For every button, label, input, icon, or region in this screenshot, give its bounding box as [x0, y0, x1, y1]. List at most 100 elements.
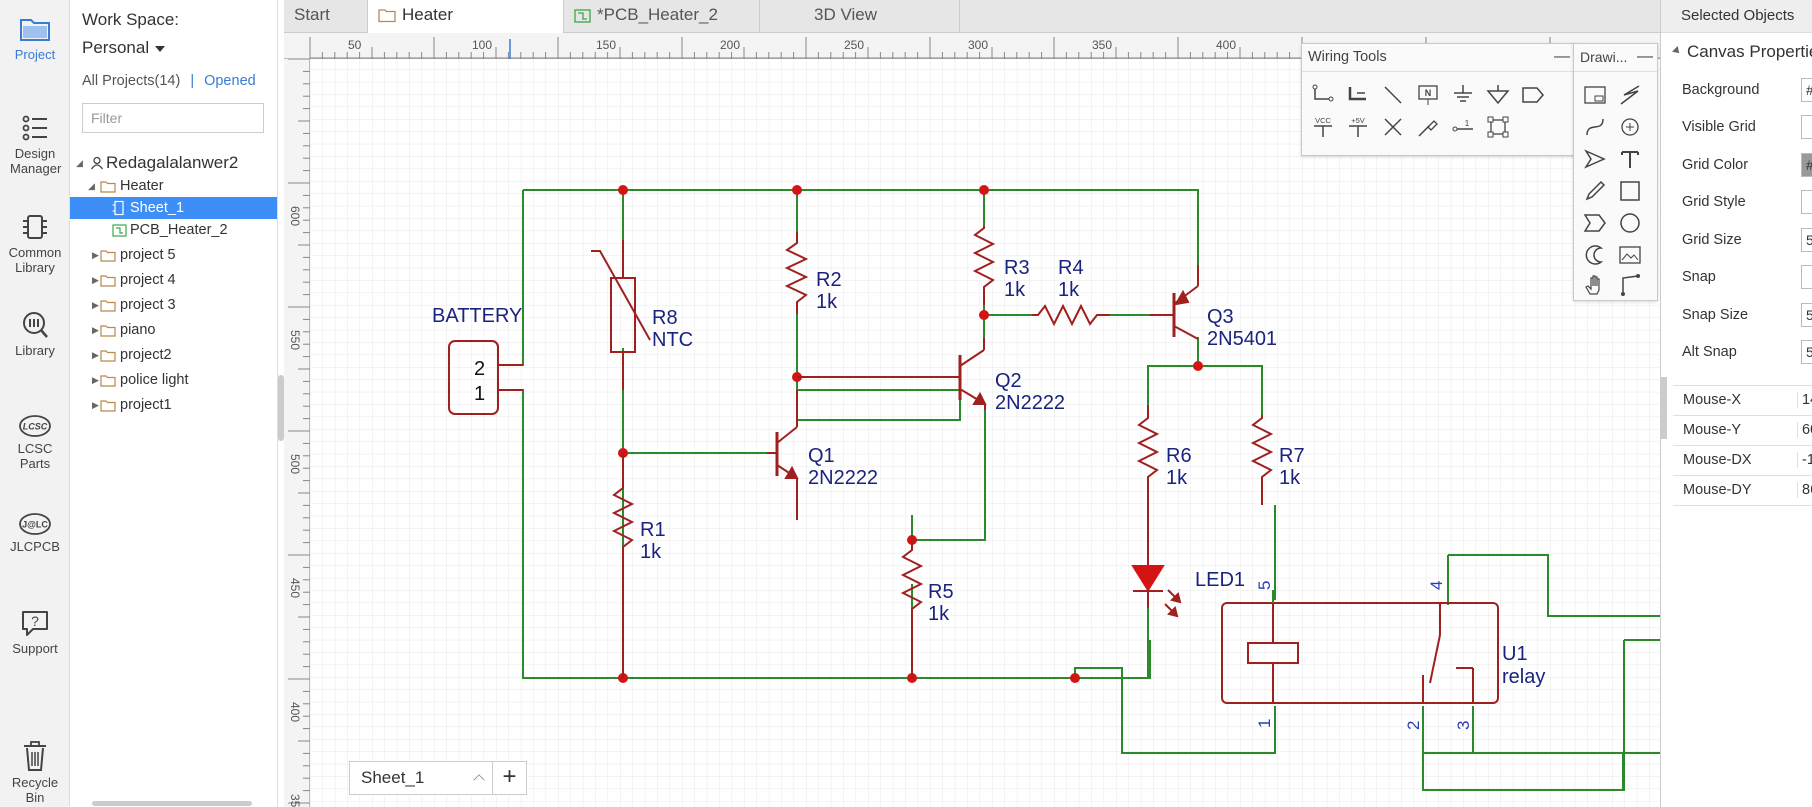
wire-tool-button[interactable] — [1308, 80, 1338, 110]
r3-resistor[interactable] — [972, 226, 996, 305]
rail-project[interactable]: Project — [0, 14, 70, 62]
gnd-tool-button[interactable] — [1448, 80, 1478, 110]
sheet-tab[interactable]: Sheet_1 — [350, 762, 493, 794]
expand-arrow-icon[interactable]: ▶ — [92, 325, 99, 335]
r4-resistor[interactable] — [1032, 303, 1110, 327]
rect-tool-button[interactable] — [1615, 176, 1645, 206]
polyline-tool-button[interactable] — [1615, 80, 1645, 110]
bus-entry-tool-button[interactable] — [1378, 80, 1408, 110]
pan-tool-button[interactable] — [1580, 270, 1610, 300]
tree-item-pcb-heater-2[interactable]: PCB_Heater_2 — [70, 218, 277, 243]
tab-3d-view[interactable]: 3D View — [760, 0, 960, 33]
arc-tool-button[interactable] — [1615, 112, 1645, 142]
schematic-canvas[interactable]: BATTERY 2 1 R8 NTC R2 1k R3 1k R4 1k Q3 … — [284, 33, 1660, 807]
no-connect-tool-button[interactable] — [1378, 112, 1408, 142]
plus5v-tool-button[interactable]: +5V — [1343, 112, 1373, 142]
wiring-tools-title[interactable]: Wiring Tools— — [1302, 44, 1578, 72]
caret-up-icon[interactable] — [473, 774, 485, 786]
tab-pcb-heater-2[interactable]: *PCB_Heater_2 — [564, 0, 760, 33]
prop-value[interactable]: # — [1801, 78, 1812, 102]
tab-start[interactable]: Start — [284, 0, 368, 33]
wiring-tools-window[interactable]: Wiring Tools— N VCC +5V 1 — [1301, 43, 1579, 156]
bezier-tool-button[interactable] — [1580, 112, 1610, 142]
tree-item-project-5[interactable]: ▶ project 5 — [70, 243, 277, 268]
net-port-tool-button[interactable] — [1518, 80, 1548, 110]
circle-tool-button[interactable] — [1615, 208, 1645, 238]
drawing-tools-window[interactable]: Drawi...— — [1573, 43, 1658, 301]
prop-value[interactable]: Y — [1801, 115, 1812, 139]
rail-jlcpcb[interactable]: J@LC JLCPCB — [0, 512, 70, 554]
prop-value[interactable]: Y — [1801, 265, 1812, 289]
expand-arrow-icon[interactable]: ◢ — [76, 158, 83, 168]
expand-arrow-icon[interactable]: ▶ — [92, 275, 99, 285]
tab-heater[interactable]: Heater — [368, 0, 564, 33]
panel-scrollbar[interactable] — [92, 801, 252, 806]
minimize-button[interactable]: — — [1637, 48, 1653, 65]
expand-arrow-icon[interactable]: ▶ — [92, 250, 99, 260]
components[interactable] — [448, 226, 1499, 704]
rail-support[interactable]: ? Support — [0, 608, 70, 656]
drawing-tools-title[interactable]: Drawi...— — [1574, 44, 1657, 72]
led1-diode[interactable] — [1131, 497, 1182, 618]
vcc-tool-button[interactable]: VCC — [1308, 112, 1338, 142]
net-label-tool-button[interactable]: N — [1413, 80, 1443, 110]
r8-thermistor[interactable] — [591, 240, 651, 390]
expand-arrow-icon[interactable]: ▶ — [92, 350, 99, 360]
q2-transistor[interactable] — [797, 338, 987, 410]
expand-arrow-icon[interactable]: ▶ — [92, 375, 99, 385]
all-projects-link[interactable]: All Projects(14) — [82, 73, 181, 89]
r5-resistor[interactable] — [900, 540, 924, 678]
opened-link[interactable]: Opened — [204, 73, 256, 89]
expand-arrow-icon[interactable]: ◢ — [88, 181, 95, 191]
prop-value[interactable]: 5 — [1801, 228, 1812, 252]
tree-item-sheet-1[interactable]: Sheet_1 — [70, 197, 277, 219]
canvas-properties-header[interactable]: Canvas Properties — [1672, 42, 1812, 62]
arrowhead-tool-button[interactable] — [1580, 144, 1610, 174]
tree-item-project1[interactable]: ▶ project1 — [70, 393, 277, 418]
tree-item-project-3[interactable]: ▶ project 3 — [70, 293, 277, 318]
rail-recycle-bin[interactable]: Recycle Bin — [0, 740, 70, 805]
r7-resistor[interactable] — [1250, 415, 1274, 505]
q1-transistor[interactable] — [767, 390, 799, 520]
polygon-tool-button[interactable] — [1580, 208, 1610, 238]
expand-arrow-icon[interactable]: ▶ — [92, 300, 99, 310]
drag-tool-button[interactable] — [1615, 270, 1645, 300]
minimize-button[interactable]: — — [1554, 48, 1570, 65]
gnd2-tool-button[interactable] — [1483, 80, 1513, 110]
tree-item-user[interactable]: ◢ Redagalalanwer2 — [70, 150, 277, 176]
image-frame-tool-button[interactable] — [1580, 80, 1610, 110]
prop-value[interactable]: 5 — [1801, 340, 1812, 364]
schematic-drawing[interactable]: BATTERY 2 1 R8 NTC R2 1k R3 1k R4 1k Q3 … — [284, 33, 1660, 807]
pin-tool-button[interactable]: 1 — [1448, 112, 1478, 142]
probe-tool-button[interactable] — [1413, 112, 1443, 142]
r1-resistor[interactable] — [611, 453, 635, 678]
group-tool-button[interactable] — [1483, 112, 1513, 142]
text-tool-button[interactable] — [1615, 144, 1645, 174]
battery-symbol[interactable] — [448, 340, 499, 415]
image-tool-button[interactable] — [1615, 240, 1645, 270]
tree-item-project2[interactable]: ▶ project2 — [70, 343, 277, 368]
tree-item-piano[interactable]: ▶ piano — [70, 318, 277, 343]
workspace-dropdown[interactable]: Personal — [82, 38, 166, 58]
add-sheet-button[interactable]: + — [502, 763, 517, 790]
rail-common-library[interactable]: Common Library — [0, 212, 70, 275]
prop-value[interactable]: L — [1801, 190, 1812, 214]
expand-arrow-icon[interactable]: ▶ — [92, 400, 99, 410]
filter-input[interactable] — [82, 103, 264, 133]
r6-resistor[interactable] — [1136, 405, 1160, 497]
tree-item-project-4[interactable]: ▶ project 4 — [70, 268, 277, 293]
rail-library[interactable]: Library — [0, 310, 70, 358]
pie-tool-button[interactable] — [1580, 240, 1610, 270]
u1-relay[interactable] — [1221, 590, 1499, 704]
bus-tool-button[interactable] — [1343, 80, 1373, 110]
properties-splitter-handle[interactable] — [1660, 377, 1667, 439]
prop-value[interactable]: 5 — [1801, 303, 1812, 327]
rail-design-manager[interactable]: Design Manager — [0, 113, 70, 176]
q3-transistor[interactable] — [1150, 265, 1199, 340]
freehand-tool-button[interactable] — [1580, 176, 1610, 206]
r2-resistor[interactable] — [784, 232, 809, 314]
prop-value[interactable]: # — [1801, 153, 1812, 177]
tree-item-police-light[interactable]: ▶ police light — [70, 368, 277, 393]
selected-objects-header[interactable]: Selected Objects — [1661, 0, 1812, 33]
panel-splitter-handle[interactable] — [278, 375, 284, 441]
